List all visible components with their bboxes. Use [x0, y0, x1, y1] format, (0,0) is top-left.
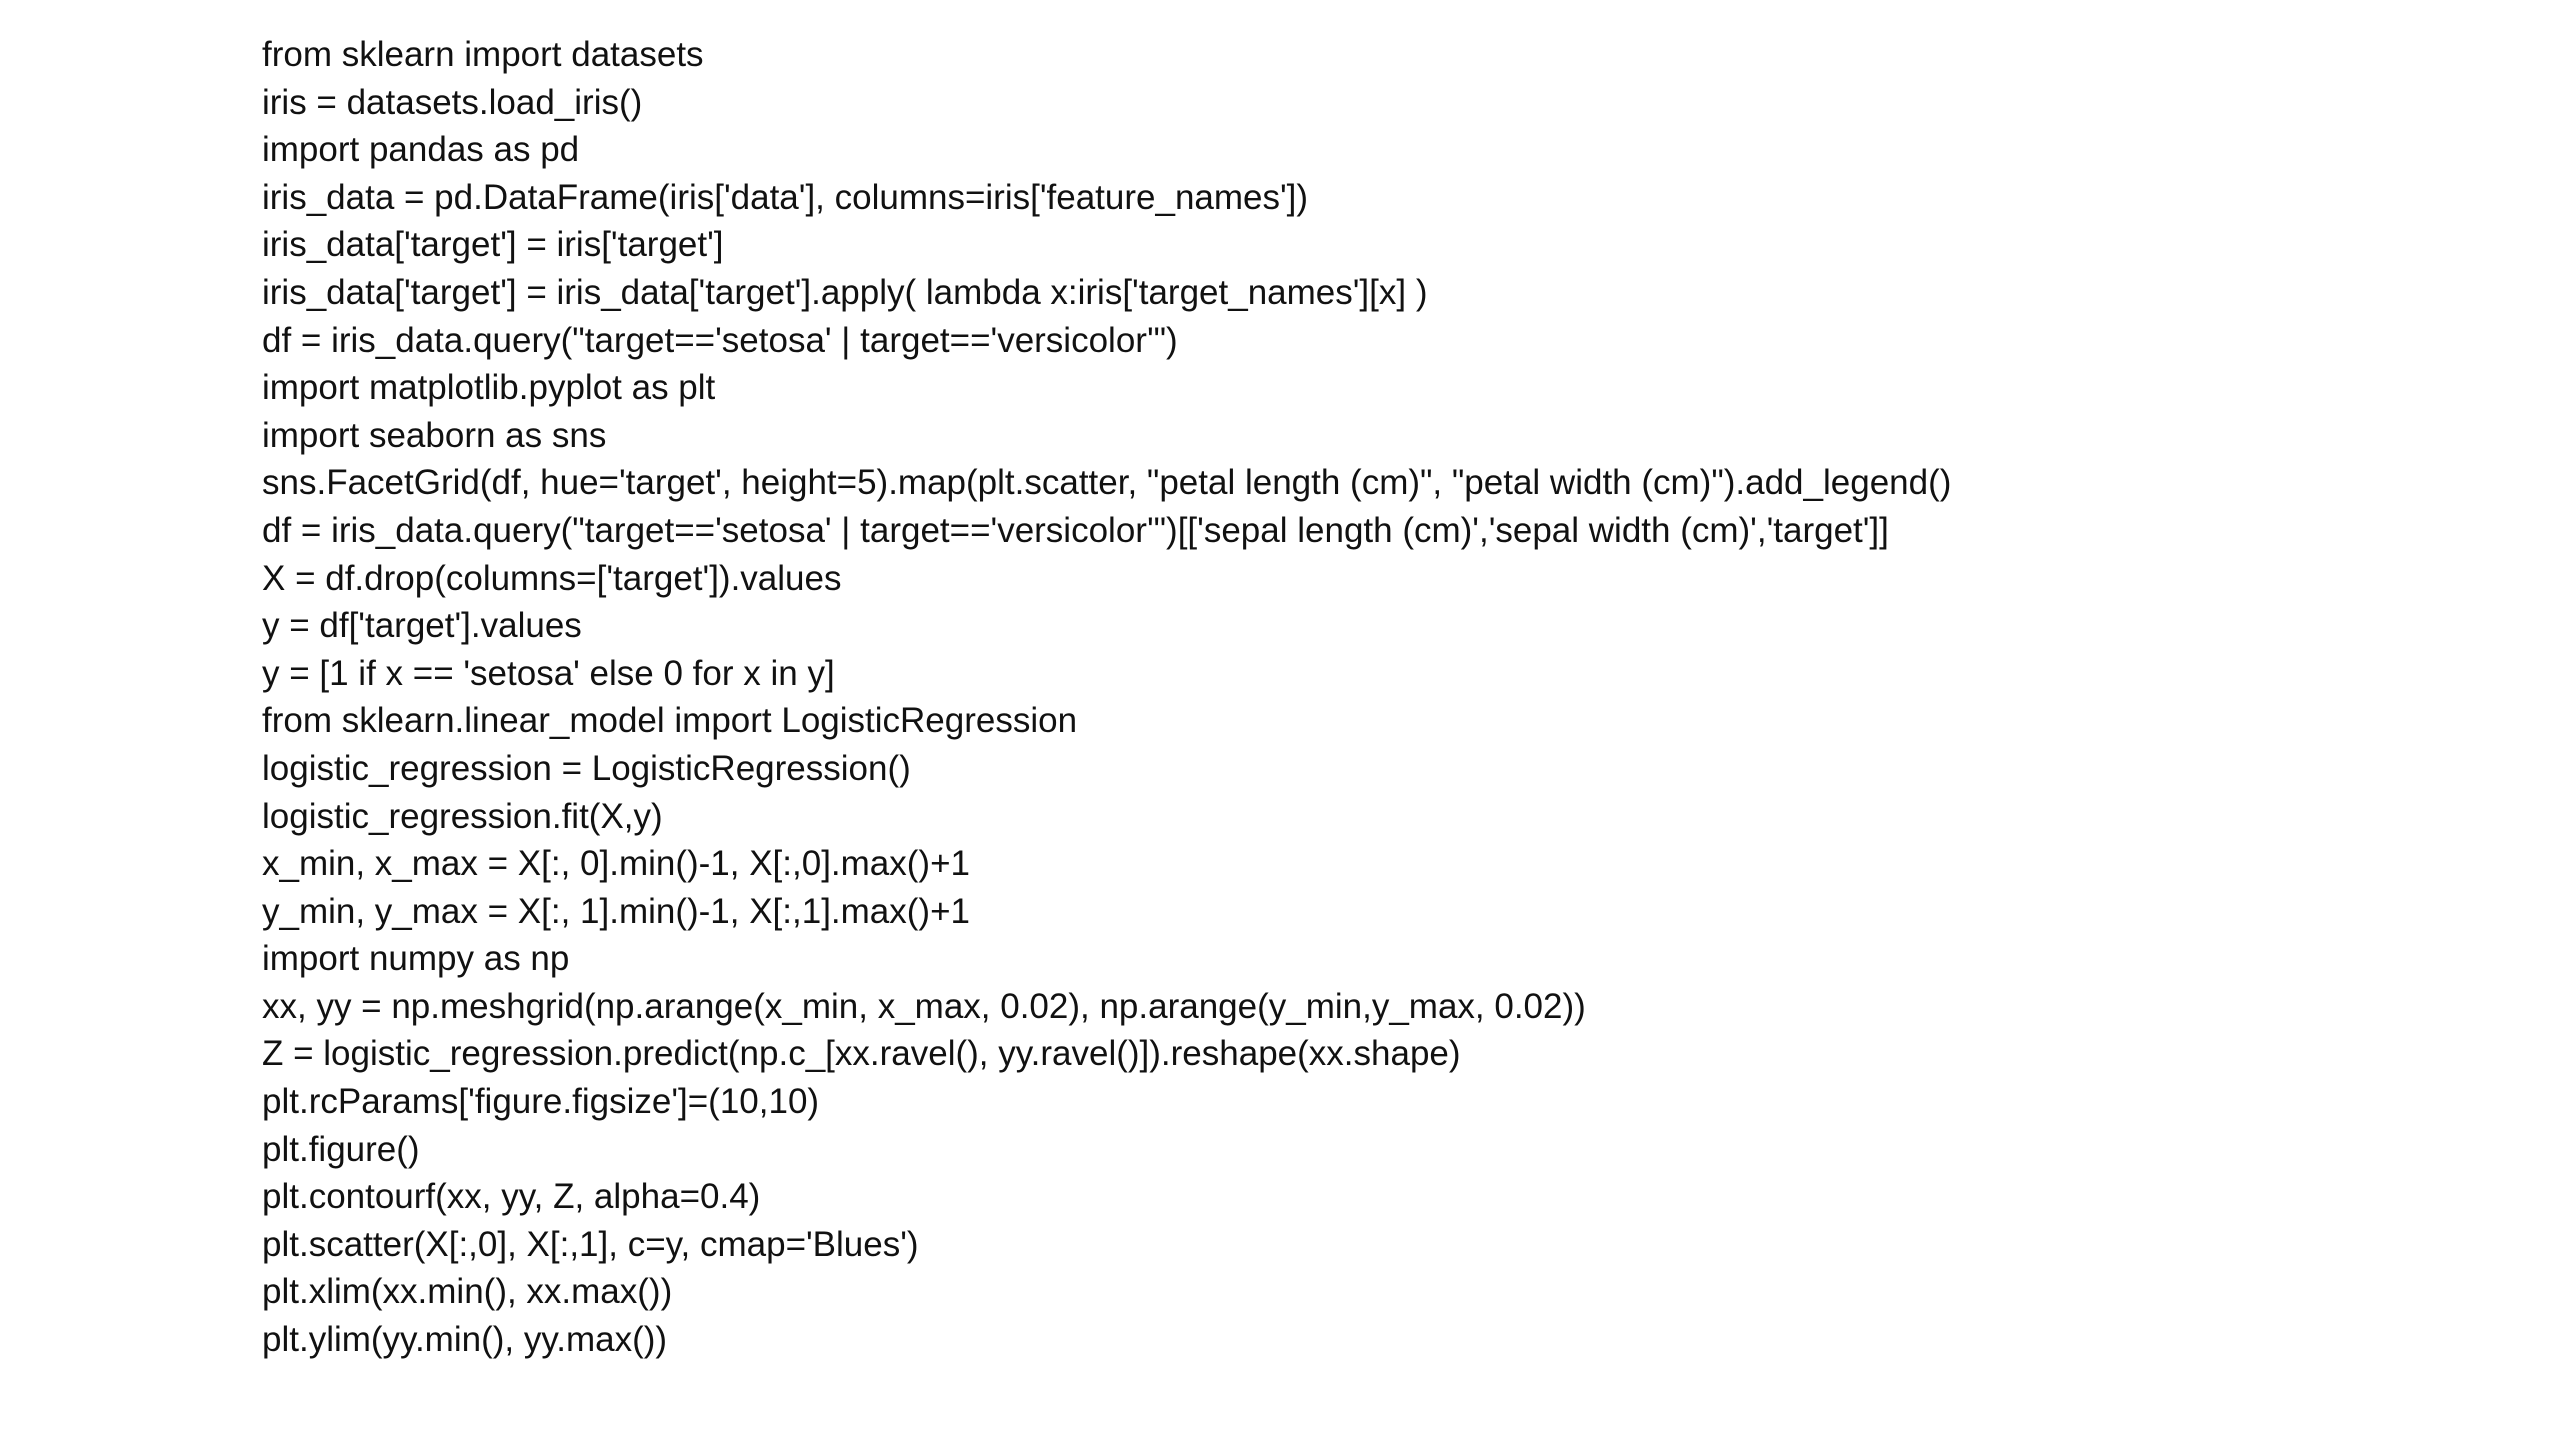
- code-line: from sklearn import datasets: [262, 35, 704, 74]
- code-line: iris_data = pd.DataFrame(iris['data'], c…: [262, 177, 1309, 217]
- code-line: y = [1 if x == 'setosa' else 0 for x in …: [262, 653, 835, 693]
- code-line: logistic_regression = LogisticRegression…: [262, 748, 911, 788]
- code-line: x_min, x_max = X[:, 0].min()-1, X[:,0].m…: [262, 844, 970, 884]
- code-line: sns.FacetGrid(df, hue='target', height=5…: [262, 463, 1952, 503]
- code-line: import seaborn as sns: [262, 415, 607, 455]
- code-line: plt.contourf(xx, yy, Z, alpha=0.4): [262, 1177, 761, 1217]
- code-line: xx, yy = np.meshgrid(np.arange(x_min, x_…: [262, 986, 1586, 1026]
- code-line: y_min, y_max = X[:, 1].min()-1, X[:,1].m…: [262, 891, 970, 931]
- code-line: iris = datasets.load_iris(): [262, 82, 643, 122]
- code-line: logistic_regression.fit(X,y): [262, 796, 663, 836]
- code-line: X = df.drop(columns=['target']).values: [262, 558, 842, 598]
- code-line: plt.ylim(yy.min(), yy.max()): [262, 1320, 668, 1360]
- code-line: iris_data['target'] = iris['target']: [262, 225, 724, 265]
- code-line: df = iris_data.query("target=='setosa' |…: [262, 320, 1178, 360]
- code-line: plt.scatter(X[:,0], X[:,1], c=y, cmap='B…: [262, 1224, 919, 1264]
- code-line: df = iris_data.query("target=='setosa' |…: [262, 510, 1889, 550]
- code-line: y = df['target'].values: [262, 606, 582, 646]
- code-line: import matplotlib.pyplot as plt: [262, 368, 716, 408]
- code-line: plt.xlim(xx.min(), xx.max()): [262, 1272, 673, 1312]
- code-line: import pandas as pd: [262, 130, 580, 170]
- code-line: from sklearn.linear_model import Logisti…: [262, 701, 1078, 741]
- code-line: Z = logistic_regression.predict(np.c_[xx…: [262, 1034, 1461, 1074]
- code-listing: from sklearn import datasets iris = data…: [262, 31, 2462, 1364]
- code-line: plt.rcParams['figure.figsize']=(10,10): [262, 1082, 820, 1122]
- code-line: import numpy as np: [262, 939, 570, 979]
- code-line: iris_data['target'] = iris_data['target'…: [262, 272, 1428, 312]
- code-line: plt.figure(): [262, 1129, 420, 1169]
